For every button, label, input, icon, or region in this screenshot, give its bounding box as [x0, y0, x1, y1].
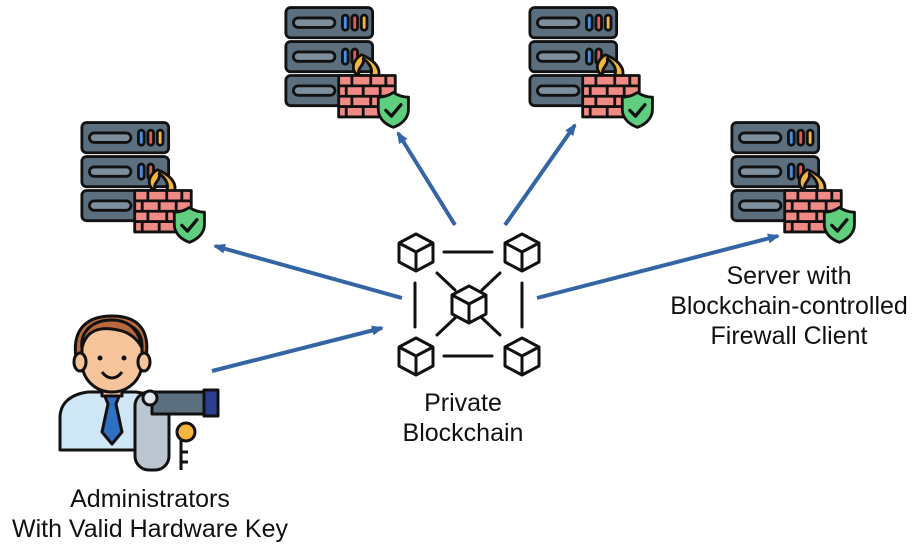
server-rack-icon [730, 120, 857, 244]
server-label-line-2: Blockchain-controlled [670, 292, 908, 320]
admin-label: Administrators With Valid Hardware Key [0, 484, 300, 544]
arrow-to-left-server [213, 243, 403, 300]
arrow-from-admin [211, 325, 384, 373]
connection-arrows [211, 123, 780, 373]
blockchain-label-line-2: Blockchain [402, 419, 524, 447]
admin-label-line-1: Administrators [70, 485, 230, 513]
server-rack-icon [284, 5, 411, 129]
arrow-to-right-server [536, 233, 780, 300]
server-label: Server with Blockchain-controlled Firewa… [664, 261, 914, 351]
admin-label-line-2: With Valid Hardware Key [11, 515, 289, 543]
server-label-line-3: Firewall Client [710, 322, 868, 350]
blockchain-network-icon [397, 232, 541, 377]
blockchain-label: Private Blockchain [363, 388, 563, 448]
blockchain-label-line-1: Private [424, 389, 502, 417]
server-rack-icon [528, 5, 655, 129]
arrow-to-top-left-server [396, 131, 457, 227]
hardware-key-icon [133, 388, 220, 472]
server-label-line-1: Server with [726, 262, 852, 290]
server-rack-icon [80, 120, 207, 244]
arrow-to-top-right-server [503, 123, 577, 227]
